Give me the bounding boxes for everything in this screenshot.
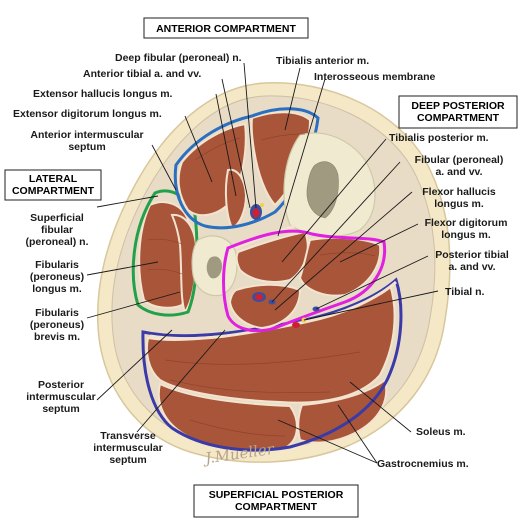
superficial-posterior-compartment-box (193, 484, 359, 518)
label-line: a. and vv. (435, 166, 482, 178)
label-extensor-digitorum-longus: Extensor digitorum longus m. (13, 108, 162, 120)
label-tibialis-posterior: Tibialis posterior m. (389, 132, 489, 144)
label-line: longus m. (441, 229, 491, 241)
label-soleus: Soleus m. (416, 426, 466, 438)
muscle-texture (147, 133, 376, 437)
label-line: Extensor digitorum longus m. (13, 108, 162, 120)
label-gastrocnemius: Gastrocnemius m. (377, 458, 469, 470)
label-fibularis-brevis: Fibularis(peroneus)brevis m. (30, 307, 84, 343)
label-tibial-n: Tibial n. (445, 286, 485, 298)
anterior-compartment-title: ANTERIOR COMPARTMENT (156, 23, 296, 35)
label-line: Interosseous membrane (314, 71, 436, 83)
label-deep-fibular-n: Deep fibular (peroneal) n. (115, 52, 242, 64)
label-line: intermuscular (26, 391, 95, 403)
label-line: septum (42, 403, 79, 415)
label-anterior-tibial-a: Anterior tibial a. and vv. (83, 68, 201, 80)
anterior-tibial-vessels (250, 203, 264, 220)
label-line: (peroneus) (30, 271, 84, 283)
label-line: Flexor hallucis (422, 186, 496, 198)
label-line: Tibial n. (445, 286, 485, 298)
label-line: Superficial (30, 212, 84, 224)
label-line: Anterior tibial a. and vv. (83, 68, 201, 80)
label-line: septum (109, 454, 146, 466)
deep-posterior-compartment-outline (222, 229, 387, 333)
label-line: Flexor digitorum (425, 217, 508, 229)
label-line: Extensor hallucis longus m. (33, 88, 173, 100)
label-line: longus m. (434, 198, 484, 210)
label-line: Anterior intermuscular (30, 129, 143, 141)
label-line: Fibular (peroneal) (415, 154, 504, 166)
label-line: Posterior tibial (435, 249, 509, 261)
label-line: brevis m. (34, 331, 80, 343)
label-line: Deep fibular (peroneal) n. (115, 52, 242, 64)
label-line: Gastrocnemius m. (377, 458, 469, 470)
label-fibular-a: Fibular (peroneal)a. and vv. (415, 154, 504, 178)
superficial-posterior-compartment-outline (141, 277, 403, 452)
tibialis-posterior-muscle (235, 230, 309, 283)
label-line: Tibialis anterior m. (276, 55, 369, 67)
label-line: intermuscular (93, 442, 162, 454)
label-line: Fibularis (35, 259, 79, 271)
flexor-hallucis-longus-muscle (228, 283, 302, 330)
label-line: (peroneus) (30, 319, 84, 331)
label-extensor-hallucis-longus: Extensor hallucis longus m. (33, 88, 173, 100)
label-line: Posterior (38, 379, 84, 391)
extensor-hallucis-longus-muscle (224, 168, 248, 230)
deep-posterior-compartment-box (398, 95, 518, 129)
label-line: Transverse (100, 430, 156, 442)
fibula-marrow (206, 256, 222, 279)
label-line: LATERAL (29, 173, 78, 185)
label-line: COMPARTMENT (12, 185, 95, 197)
label-line: fibular (41, 224, 73, 236)
label-tibialis-anterior: Tibialis anterior m. (276, 55, 369, 67)
label-line: (peroneal) n. (25, 236, 88, 248)
label-line: COMPARTMENT (417, 112, 500, 124)
tibialis-anterior-muscle (250, 111, 312, 207)
label-line: septum (68, 141, 105, 153)
leader-lines (86, 62, 439, 464)
label-interosseous-membrane: Interosseous membrane (314, 71, 436, 83)
label-fibularis-longus: Fibularis(peroneus)longus m. (30, 259, 84, 295)
label-line: Soleus m. (416, 426, 466, 438)
label-line: SUPERFICIAL POSTERIOR (209, 489, 344, 501)
label-line: DEEP POSTERIOR (411, 100, 505, 112)
lateral-compartment-box (4, 169, 102, 201)
label-line: Fibularis (35, 307, 79, 319)
label-line: longus m. (32, 283, 82, 295)
label-line: Tibialis posterior m. (389, 132, 489, 144)
label-line: COMPARTMENT (235, 501, 318, 513)
anterior-compartment-box (143, 17, 309, 39)
label-line: a. and vv. (448, 261, 495, 273)
